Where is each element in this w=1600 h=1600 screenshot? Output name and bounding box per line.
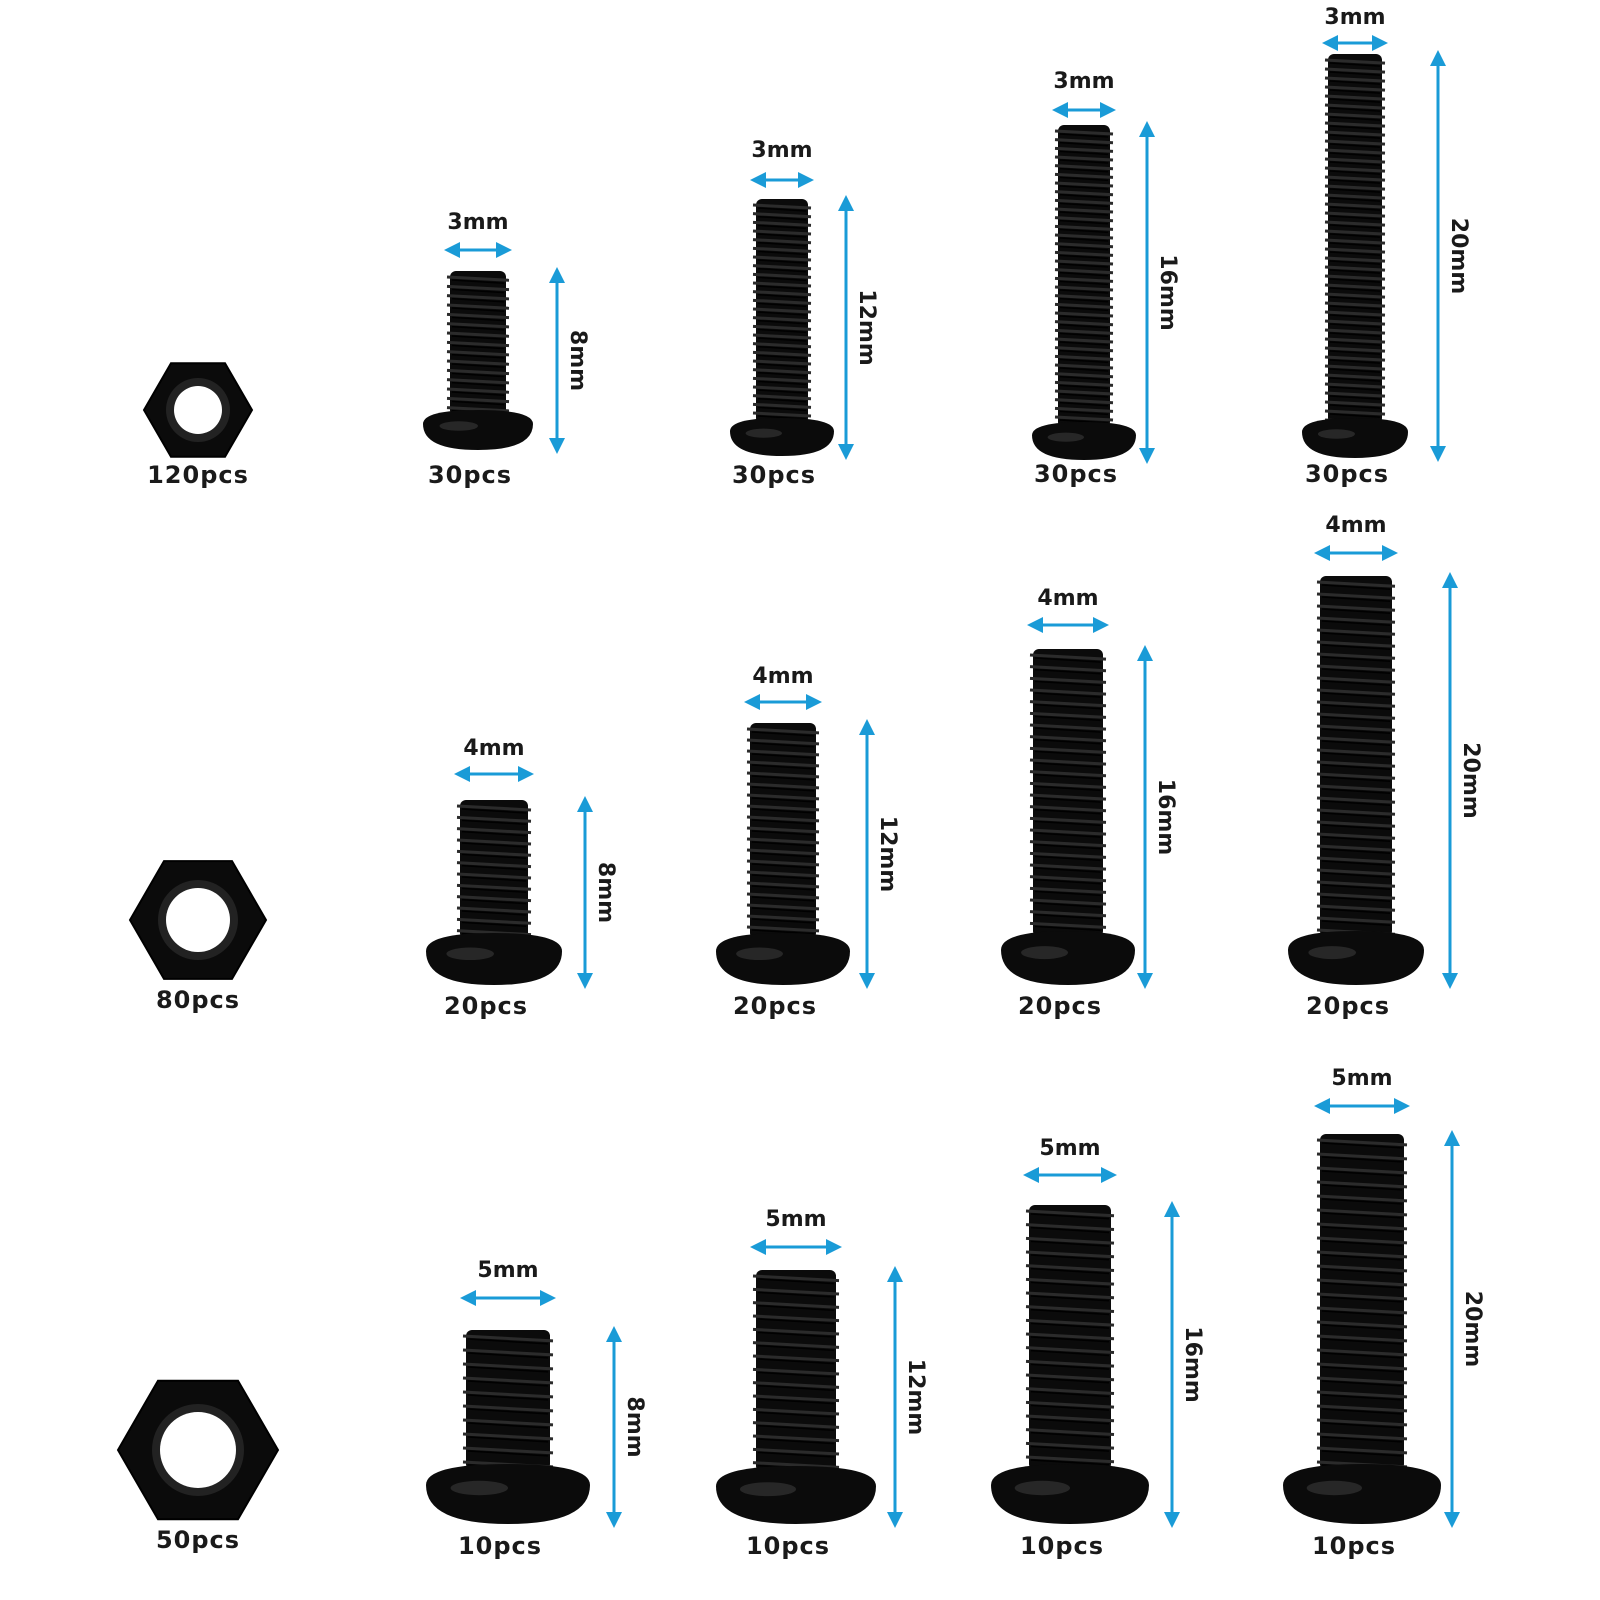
length-label: 16mm <box>1153 779 1178 855</box>
diameter-dimension: 5mm <box>750 1207 842 1255</box>
button-head-screw-icon <box>1283 1134 1441 1524</box>
button-head-screw-icon <box>1032 125 1136 460</box>
button-head-screw-icon <box>1001 649 1135 985</box>
screw-count-label: 20pcs <box>1306 992 1390 1020</box>
length-label: 12mm <box>903 1359 928 1435</box>
length-dimension: 12mm <box>859 719 900 989</box>
button-head-screw-icon <box>1288 576 1424 985</box>
nut-count-label: 120pcs <box>147 461 249 489</box>
screw-count-label: 30pcs <box>1034 460 1118 488</box>
diameter-label: 4mm <box>752 664 813 689</box>
diameter-dimension: 3mm <box>750 138 814 188</box>
diameter-label: 5mm <box>477 1258 538 1283</box>
button-head-screw-icon <box>716 1270 876 1524</box>
length-label: 8mm <box>565 330 590 391</box>
length-dimension: 16mm <box>1137 645 1178 989</box>
length-dimension: 20mm <box>1444 1130 1485 1528</box>
diameter-dimension: 4mm <box>1027 586 1109 633</box>
diameter-label: 5mm <box>765 1207 826 1232</box>
screw-count-label: 10pcs <box>1312 1532 1396 1560</box>
diameter-dimension: 5mm <box>1023 1136 1117 1183</box>
screw-count-label: 10pcs <box>746 1532 830 1560</box>
button-head-screw-icon <box>426 800 562 985</box>
screw-count-label: 20pcs <box>444 992 528 1020</box>
length-label: 16mm <box>1155 254 1180 330</box>
button-head-screw-icon <box>1302 54 1408 458</box>
screw-count-label: 30pcs <box>1305 460 1389 488</box>
diameter-dimension: 4mm <box>454 736 534 782</box>
diameter-dimension: 5mm <box>460 1258 556 1306</box>
diameter-dimension: 3mm <box>1322 5 1388 51</box>
diameter-label: 3mm <box>1053 69 1114 94</box>
length-dimension: 12mm <box>887 1266 928 1528</box>
screw-count-label: 20pcs <box>733 992 817 1020</box>
diameter-dimension: 5mm <box>1314 1066 1410 1114</box>
length-label: 20mm <box>1460 1291 1485 1367</box>
screw-count-label: 20pcs <box>1018 992 1102 1020</box>
screw-count-label: 30pcs <box>732 461 816 489</box>
length-dimension: 8mm <box>577 796 618 989</box>
diameter-label: 4mm <box>463 736 524 761</box>
button-head-screw-icon <box>423 271 533 450</box>
length-label: 12mm <box>875 816 900 892</box>
diameter-dimension: 3mm <box>1052 69 1116 118</box>
diameter-label: 3mm <box>447 210 508 235</box>
length-label: 16mm <box>1180 1326 1205 1402</box>
diameter-label: 5mm <box>1331 1066 1392 1091</box>
diameter-dimension: 4mm <box>744 664 822 710</box>
length-dimension: 16mm <box>1164 1201 1205 1528</box>
length-dimension: 12mm <box>838 195 879 460</box>
length-dimension: 16mm <box>1139 121 1180 464</box>
nut-count-label: 50pcs <box>156 1526 240 1554</box>
button-head-screw-icon <box>426 1330 590 1524</box>
length-dimension: 8mm <box>549 267 590 454</box>
screw-count-label: 10pcs <box>1020 1532 1104 1560</box>
diameter-dimension: 4mm <box>1314 513 1398 561</box>
hex-nut-icon <box>128 860 268 980</box>
diameter-label: 4mm <box>1037 586 1098 611</box>
diameter-label: 3mm <box>1324 5 1385 30</box>
length-label: 8mm <box>593 862 618 923</box>
length-dimension: 8mm <box>606 1326 647 1528</box>
diameter-label: 4mm <box>1325 513 1386 538</box>
diameter-label: 3mm <box>751 138 812 163</box>
button-head-screw-icon <box>716 723 850 985</box>
length-label: 8mm <box>622 1396 647 1457</box>
button-head-screw-icon <box>991 1205 1149 1524</box>
length-dimension: 20mm <box>1430 50 1471 462</box>
length-label: 20mm <box>1458 742 1483 818</box>
length-label: 20mm <box>1446 218 1471 294</box>
diameter-dimension: 3mm <box>444 210 512 258</box>
diameter-label: 5mm <box>1039 1136 1100 1161</box>
nut-count-label: 80pcs <box>156 986 240 1014</box>
length-label: 12mm <box>854 289 879 365</box>
button-head-screw-icon <box>730 199 834 456</box>
length-dimension: 20mm <box>1442 572 1483 989</box>
hex-nut-icon <box>142 362 254 458</box>
screw-count-label: 10pcs <box>458 1532 542 1560</box>
screw-count-label: 30pcs <box>428 461 512 489</box>
hex-nut-icon <box>116 1379 280 1521</box>
